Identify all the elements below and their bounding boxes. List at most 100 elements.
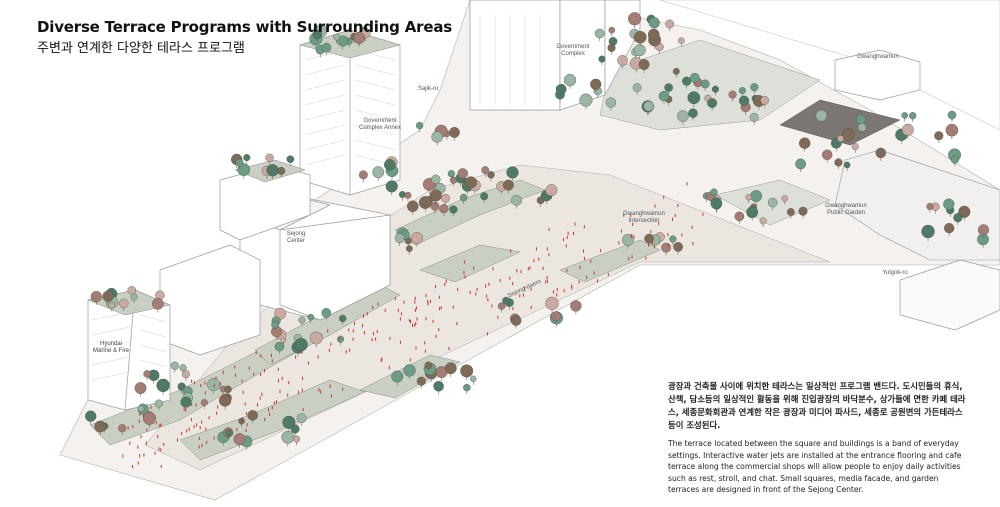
tree-crown [617,55,628,66]
tree-crown [945,123,959,137]
tree-crown [384,159,396,171]
tree-crown [225,429,233,437]
tree-crown [293,435,300,443]
tree-crown [94,420,107,433]
tree-crown [353,32,366,44]
tree-crown [339,314,347,323]
tree-crown [431,131,443,143]
tree-crown [90,291,102,303]
tree-crown [431,174,441,184]
tree-crown [137,405,145,413]
tree-crown [926,202,934,210]
tree-crown [464,176,477,189]
tree-crown [181,370,190,379]
tree-crown [108,302,115,309]
tree-crown [909,112,917,120]
tree-crown [786,208,795,216]
tree-crown [608,26,616,34]
tree-crown [551,311,561,322]
tree-crown [152,297,164,310]
tree-crown [710,188,718,196]
tree-crown [480,192,489,201]
tree-crown [901,112,908,119]
tree-crown [665,19,675,29]
tree-crown [127,286,137,295]
tree-crown [502,296,510,305]
tree-crown [156,378,170,393]
tree-crown [799,137,811,149]
tree-crown [875,147,887,159]
tree-crown [749,112,759,122]
tree-crown [460,364,474,378]
tree-crown [901,123,914,136]
tree-crown [235,158,244,167]
tree-crown [738,95,750,106]
tree-crown [337,35,349,47]
tree-crown [598,55,606,63]
tree-crown [700,79,710,89]
tree-crown [767,197,778,208]
tree-crown [672,67,680,75]
tree-crown [673,242,683,252]
tree-crown [321,42,332,53]
tree-crown [953,213,963,223]
tree-crown [398,191,406,198]
tree-crown [750,190,763,202]
tree-crown [358,170,368,180]
tree-crown [710,197,723,210]
tree-crown [759,217,767,225]
tree-crown [271,320,279,329]
tree-crown [457,168,468,179]
tree-crown [688,108,698,118]
tree-crown [563,73,577,87]
tree-crown [677,110,689,122]
tree-crown [481,166,490,174]
tree-crown [798,206,808,216]
tree-crown [594,28,605,39]
tree-crown [444,362,457,375]
tree-crown [134,382,147,394]
tree-crown [142,411,156,425]
tree-crown [312,29,322,40]
tree-crown [590,78,602,90]
tree-crown [605,97,617,108]
tree-crown [545,296,559,310]
tree-crown [943,198,955,210]
page-title: Diverse Terrace Programs with Surroundin… [37,18,452,36]
tree-crown [403,364,416,377]
tree-crown [449,127,460,138]
tree-crown [745,194,752,201]
tree-crown [154,399,163,408]
tree-crown [510,315,522,326]
tree-crown [424,361,433,370]
tree-crown [170,361,179,370]
tree-crown [418,196,432,209]
tree-crown [410,232,424,245]
tree-crown [506,166,519,179]
tree-crown [243,154,251,162]
tree-crown [843,161,851,169]
tree-crown [407,200,419,212]
tree-crown [309,331,323,345]
tree-crown [545,184,558,197]
description-block: 광장과 건축물 사이에 위치한 테라스는 일상적인 프로그램 밴드다. 도시민들… [668,380,968,496]
tree-crown [85,410,97,422]
tree-crown [855,114,866,125]
tree-crown [321,308,332,318]
tree-crown [857,123,867,132]
tree-crown [934,131,944,141]
tree-crown [233,433,246,446]
tree-crown [459,193,468,202]
tree-crown [738,87,746,95]
tree-crown [180,396,192,408]
tree-crown [647,28,660,41]
tree-crown [433,381,444,392]
tree-crown [570,300,582,312]
tree-crown [247,410,258,421]
tree-crown [977,224,990,236]
tree-crown [689,72,700,83]
